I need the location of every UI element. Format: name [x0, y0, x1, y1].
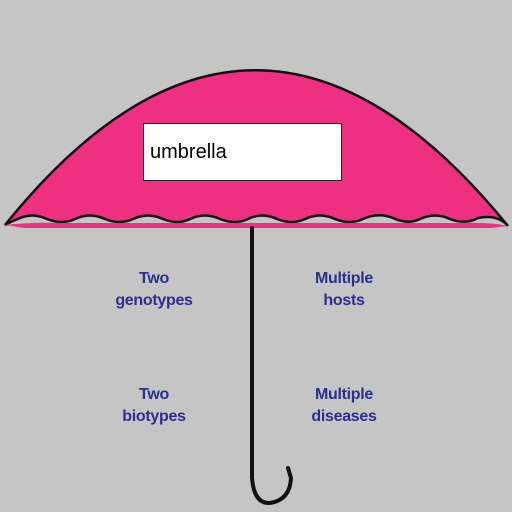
title-text: umbrella	[150, 140, 227, 163]
label-multiple-hosts: Multiple hosts	[314, 270, 374, 309]
label-two-biotypes: Two biotypes	[122, 386, 186, 425]
label-two-genotypes: Two genotypes	[115, 270, 193, 309]
label-multiple-diseases: Multiple diseases	[311, 386, 377, 425]
umbrella-shaft	[250, 226, 294, 505]
umbrella-fringe	[5, 222, 508, 228]
title-box: umbrella	[143, 123, 342, 181]
